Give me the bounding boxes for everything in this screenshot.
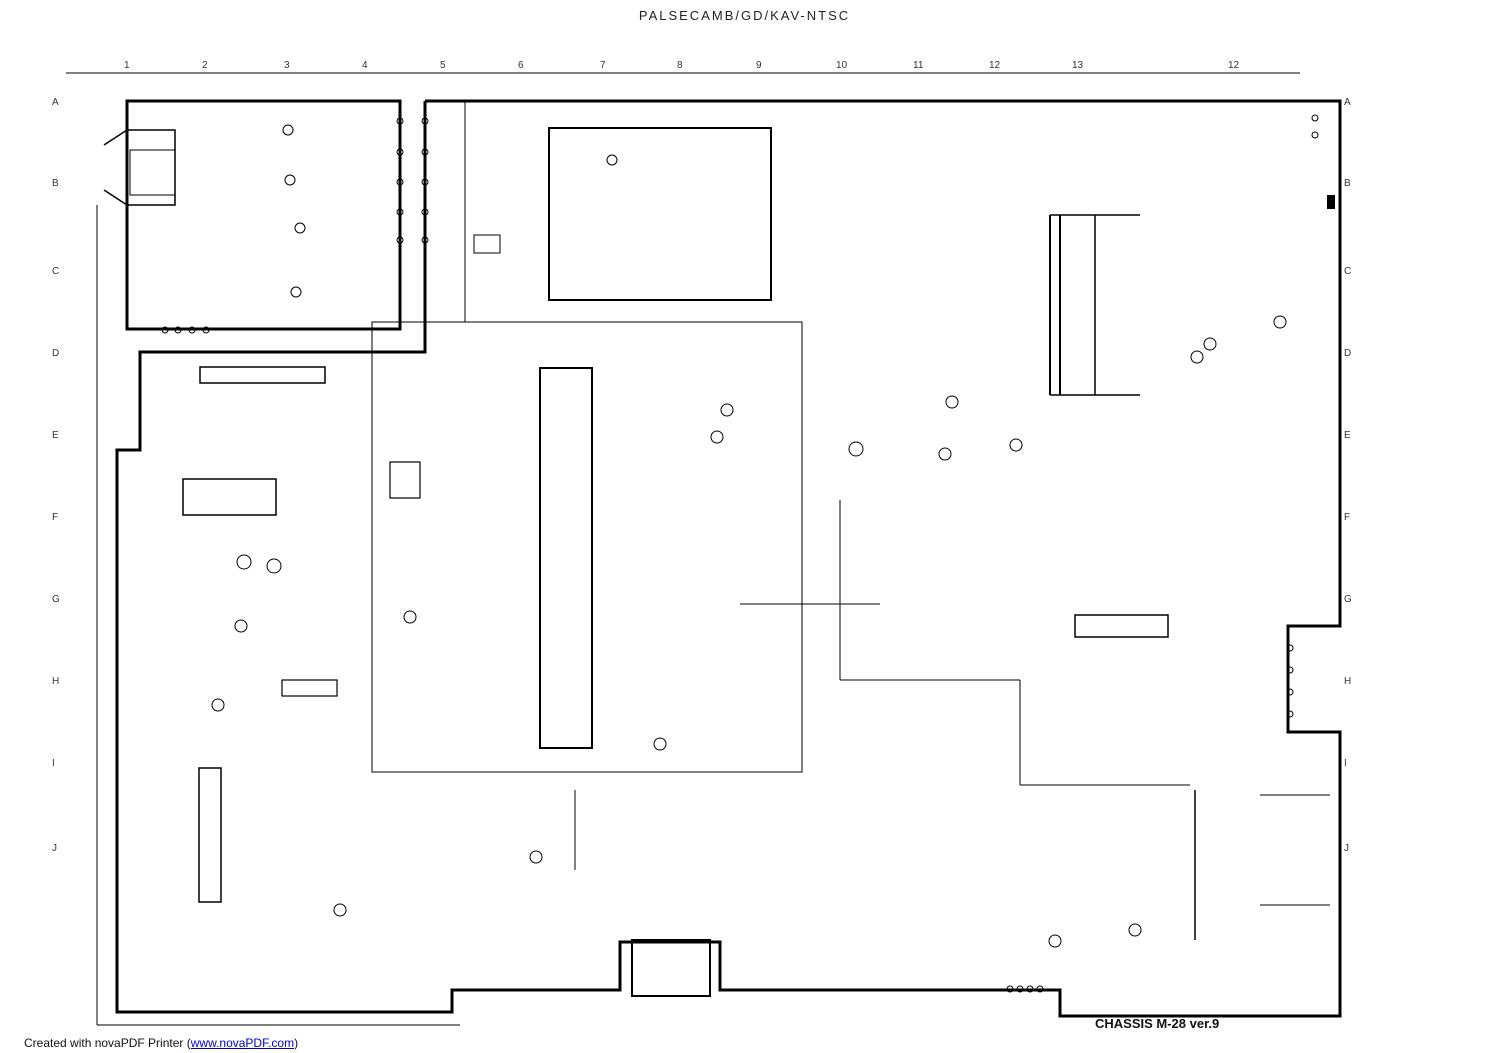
connector-bottom-box [631,939,711,997]
ic-right [1074,614,1169,638]
main-ic-body [539,367,593,749]
ic-left-board [371,321,803,773]
column-marker: 8 [677,60,683,71]
row-marker-right: A [1344,97,1351,108]
ic-upper-strip [199,366,326,384]
tuner-module [548,127,772,301]
row-marker-right: H [1344,676,1352,687]
row-marker-right: E [1344,430,1351,441]
crt-socket [129,149,176,196]
row-marker-left: E [52,430,59,441]
column-marker: 10 [836,60,848,71]
column-marker: 4 [362,60,368,71]
main-board-outline [115,99,1342,1018]
column-marker: 12 [989,60,1001,71]
row-marker-left: C [52,266,60,277]
column-marker: 3 [284,60,290,71]
row-marker-left: F [52,512,59,523]
column-marker: 1 [124,60,130,71]
row-marker-left: H [52,676,60,687]
column-marker: 5 [440,60,446,71]
row-marker-left: A [52,97,59,108]
row-marker-left: B [52,178,59,189]
column-marker: 6 [518,60,524,71]
row-marker-right: F [1344,512,1351,523]
row-marker-right: J [1344,843,1349,854]
column-marker: 11 [913,60,924,71]
ic-small [389,461,421,499]
row-marker-right: G [1344,594,1352,605]
row-marker-left: I [52,758,55,769]
connector-bottom [281,679,338,697]
row-marker-left: J [52,843,57,854]
row-marker-right: B [1344,178,1351,189]
crt-board-outline [125,99,402,331]
column-marker: 12 [1228,60,1240,71]
column-marker: 2 [202,60,208,71]
small-module [473,234,501,254]
connector-strip [198,767,222,903]
row-marker-right: I [1344,758,1347,769]
column-marker: 7 [600,60,606,71]
chassis-label: CHASSIS M-28 ver.9 [1095,1016,1220,1031]
footer: Created with novaPDF Printer (www.novaPD… [24,1036,298,1050]
row-marker-right: D [1344,348,1352,359]
row-marker-right: C [1344,266,1352,277]
column-marker: 13 [1072,60,1084,71]
crt-tube-symbol [103,129,176,206]
column-marker: 9 [756,60,762,71]
footer-prefix: Created with novaPDF Printer ( [24,1036,191,1050]
row-marker-left: G [52,594,60,605]
ic-lower-left [182,478,277,516]
footer-suffix: ) [294,1036,299,1050]
novapdf-link[interactable]: www.novaPDF.com [190,1036,295,1050]
row-marker-left: D [52,348,60,359]
schematic-title: PALSECAMB/GD/KAV-NTSC [638,8,851,23]
